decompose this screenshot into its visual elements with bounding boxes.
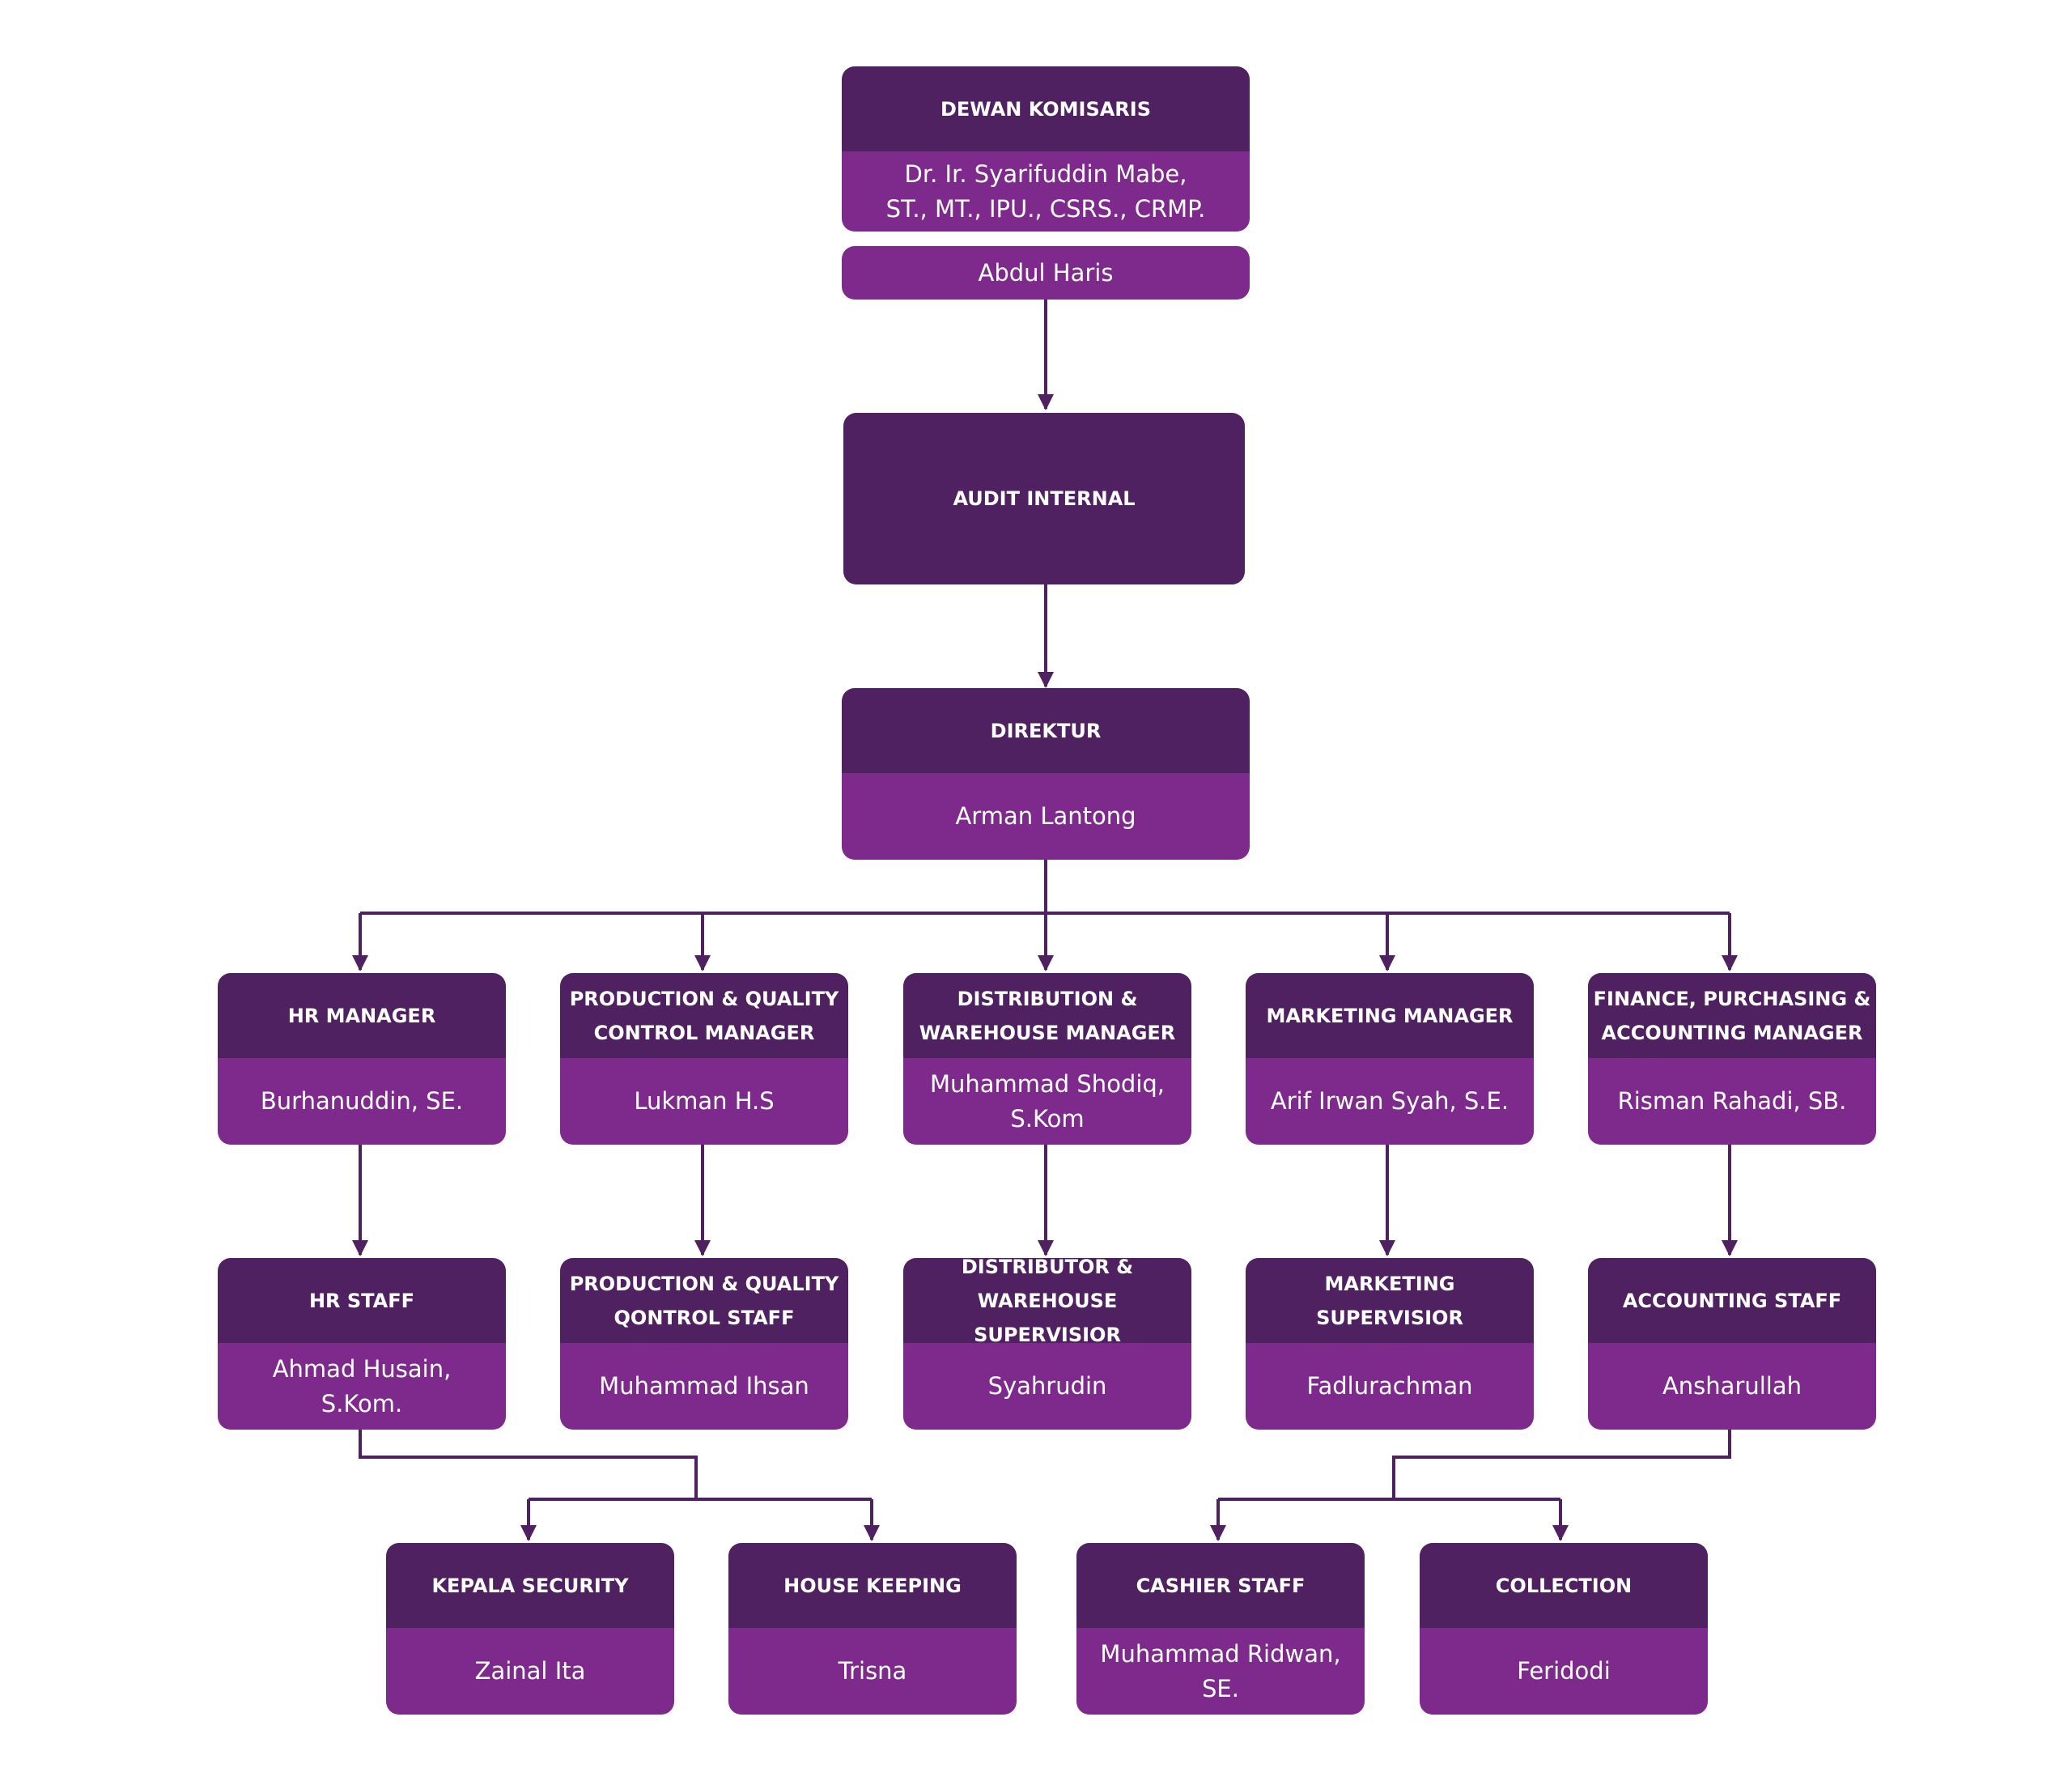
production-staff-title: PRODUCTION & QUALITY QONTROL STAFF [560,1258,848,1343]
kepala-security-box: KEPALA SECURITY Zainal Ita [386,1543,674,1715]
distribution-manager-title: DISTRIBUTION & WAREHOUSE MANAGER [903,973,1191,1058]
collection-title: COLLECTION [1420,1543,1708,1628]
cashier-staff-name: Muhammad Ridwan, SE. [1076,1628,1365,1715]
production-manager-title: PRODUCTION & QUALITY CONTROL MANAGER [560,973,848,1058]
hr-staff-title: HR STAFF [218,1258,506,1343]
cashier-staff-box: CASHIER STAFF Muhammad Ridwan, SE. [1076,1543,1365,1715]
hr-staff-name: Ahmad Husain, S.Kom. [218,1343,506,1430]
house-keeping-name: Trisna [728,1628,1017,1715]
director-name: Arman Lantong [842,773,1250,860]
house-keeping-box: HOUSE KEEPING Trisna [728,1543,1017,1715]
finance-manager-box: FINANCE, PURCHASING & ACCOUNTING MANAGER… [1588,973,1876,1145]
marketing-manager-title: MARKETING MANAGER [1246,973,1534,1058]
marketing-manager-box: MARKETING MANAGER Arif Irwan Syah, S.E. [1246,973,1534,1145]
distribution-manager-name: Muhammad Shodiq, S.Kom [903,1058,1191,1145]
accounting-staff-title: ACCOUNTING STAFF [1588,1258,1876,1343]
production-manager-name: Lukman H.S [560,1058,848,1145]
finance-manager-title: FINANCE, PURCHASING & ACCOUNTING MANAGER [1588,973,1876,1058]
connector-accounting-staff-to-finance-support [1218,1426,1731,1501]
distribution-supervisor-box: DISTRIBUTOR & WAREHOUSE SUPERVISIOR Syah… [903,1258,1191,1430]
board-name: Dr. Ir. Syarifuddin Mabe, ST., MT., IPU.… [842,151,1250,232]
director-title: DIREKTUR [842,688,1250,773]
collection-name: Feridodi [1420,1628,1708,1715]
hr-staff-box: HR STAFF Ahmad Husain, S.Kom. [218,1258,506,1430]
distribution-manager-box: DISTRIBUTION & WAREHOUSE MANAGER Muhamma… [903,973,1191,1145]
production-staff-box: PRODUCTION & QUALITY QONTROL STAFF Muham… [560,1258,848,1430]
kepala-security-title: KEPALA SECURITY [386,1543,674,1628]
hr-manager-box: HR MANAGER Burhanuddin, SE. [218,973,506,1145]
distribution-supervisor-name: Syahrudin [903,1343,1191,1430]
accounting-staff-name: Ansharullah [1588,1343,1876,1430]
collection-box: COLLECTION Feridodi [1420,1543,1708,1715]
production-manager-box: PRODUCTION & QUALITY CONTROL MANAGER Luk… [560,973,848,1145]
board-title: DEWAN KOMISARIS [842,66,1250,151]
kepala-security-name: Zainal Ita [386,1628,674,1715]
connector-hr-staff-to-support [359,1426,872,1501]
board-of-commissioners-box: DEWAN KOMISARIS Dr. Ir. Syarifuddin Mabe… [842,66,1250,232]
marketing-supervisor-title: MARKETING SUPERVISIOR [1246,1258,1534,1343]
marketing-manager-name: Arif Irwan Syah, S.E. [1246,1058,1534,1145]
hr-manager-name: Burhanuddin, SE. [218,1058,506,1145]
hr-manager-title: HR MANAGER [218,973,506,1058]
distribution-supervisor-title: DISTRIBUTOR & WAREHOUSE SUPERVISIOR [903,1258,1191,1346]
marketing-supervisor-name: Fadlurachman [1246,1343,1534,1430]
director-box: DIREKTUR Arman Lantong [842,688,1250,860]
audit-internal-box: AUDIT INTERNAL [843,413,1245,584]
finance-manager-name: Risman Rahadi, SB. [1588,1058,1876,1145]
accounting-staff-box: ACCOUNTING STAFF Ansharullah [1588,1258,1876,1430]
board-second-member: Abdul Haris [842,246,1250,300]
production-staff-name: Muhammad Ihsan [560,1343,848,1430]
cashier-staff-title: CASHIER STAFF [1076,1543,1365,1628]
marketing-supervisor-box: MARKETING SUPERVISIOR Fadlurachman [1246,1258,1534,1430]
house-keeping-title: HOUSE KEEPING [728,1543,1017,1628]
